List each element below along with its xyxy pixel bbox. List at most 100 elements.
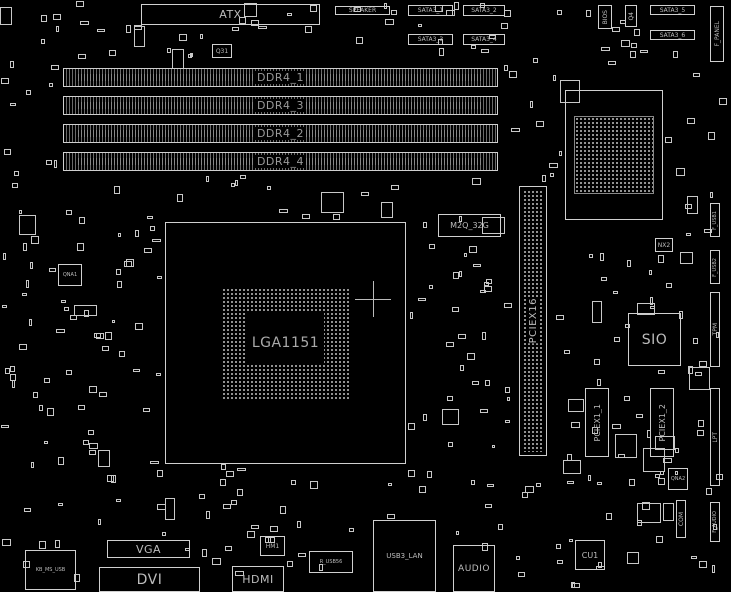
cpu-socket[interactable]: LGA1151	[165, 222, 406, 464]
pcie-x1-slot[interactable]: PCIEX1_2	[650, 388, 674, 457]
smd-component	[556, 559, 564, 565]
smd-component	[571, 583, 581, 588]
smd-component	[150, 225, 155, 231]
kb-ms-usb-connector[interactable]: KB_MS_USB	[25, 550, 76, 590]
sata-connector[interactable]: SATA3_2	[463, 5, 505, 16]
smd-component	[448, 441, 453, 447]
smd-component	[588, 254, 593, 258]
smd-component	[488, 35, 497, 40]
dimm-slot[interactable]: DDR4_3	[63, 96, 498, 115]
smd-component	[88, 450, 97, 456]
part-nx2[interactable]: NX2	[655, 238, 673, 252]
smd-component	[504, 419, 510, 424]
pcie-x1-slot[interactable]: PCIEX1_1	[585, 388, 609, 457]
part-hm1[interactable]: HM1	[260, 536, 285, 556]
smd-component	[65, 370, 73, 376]
smd-component	[391, 184, 399, 191]
smd-component	[157, 275, 163, 279]
part-bios[interactable]: BIOS	[598, 5, 612, 29]
smd-component	[558, 151, 563, 157]
smd-component	[698, 419, 704, 428]
part-cu1[interactable]: CU1	[575, 540, 605, 570]
smd-component	[605, 512, 612, 521]
smd-component	[189, 53, 194, 58]
smd-component	[655, 435, 675, 450]
smd-component	[361, 192, 369, 196]
smd-component	[454, 2, 459, 10]
audio-connector[interactable]: AUDIO	[453, 545, 495, 592]
com-header[interactable]: COM	[676, 500, 686, 538]
smd-component	[270, 525, 279, 533]
smd-component	[49, 83, 54, 87]
smd-component	[658, 370, 666, 374]
f-usb-header[interactable]: F_USB2	[710, 250, 720, 284]
smd-component	[655, 536, 664, 543]
atx-connector[interactable]: ATX	[141, 4, 320, 25]
smd-component	[219, 479, 226, 486]
smd-component	[685, 204, 693, 209]
smd-component	[686, 232, 691, 237]
smd-component	[634, 29, 641, 37]
part-q4[interactable]: Q4	[625, 5, 637, 27]
smd-component	[676, 168, 686, 176]
smd-component	[612, 424, 622, 430]
smd-component	[18, 210, 22, 214]
dimm-slot[interactable]: DDR4_2	[63, 124, 498, 143]
f-audio-header[interactable]: F_AUDIO	[710, 502, 720, 542]
smd-component	[117, 232, 121, 237]
chipset-pch[interactable]	[565, 90, 663, 220]
lpt-header[interactable]: LPT	[710, 388, 720, 486]
sata-connector[interactable]: SATA3_3	[408, 34, 453, 45]
m2-slot[interactable]: M2Q_32G	[438, 214, 501, 237]
q4-label: Q4	[627, 11, 635, 21]
smd-component	[98, 392, 107, 397]
smd-component	[106, 474, 114, 482]
smd-component	[542, 174, 547, 183]
smd-component	[533, 58, 538, 64]
sata-connector[interactable]: SATA3_4	[463, 34, 505, 45]
smd-component	[77, 53, 86, 59]
smd-component	[63, 307, 70, 312]
smd-component	[39, 405, 44, 412]
smd-component	[240, 175, 247, 180]
smd-component	[212, 558, 222, 566]
vga-connector[interactable]: VGA	[107, 540, 190, 558]
smd-component	[97, 519, 101, 526]
speaker-header[interactable]: SPEAKER	[335, 6, 390, 15]
smd-component	[88, 386, 98, 393]
smd-component	[146, 215, 153, 219]
smd-component	[657, 478, 665, 485]
smd-component	[258, 26, 267, 30]
usb-lan-connector[interactable]: USB3_LAN	[373, 520, 436, 592]
smd-component	[655, 474, 660, 478]
sata-connector[interactable]: SATA3_6	[650, 30, 695, 40]
r-usb-header[interactable]: R_USB56	[309, 551, 353, 573]
smd-component	[28, 319, 33, 327]
part-qna2[interactable]: QNA2	[668, 468, 688, 490]
smd-component	[232, 26, 240, 31]
hdmi-connector[interactable]: HDMI	[232, 566, 284, 592]
smd-component	[483, 285, 493, 292]
smd-component	[52, 14, 61, 20]
smd-component	[95, 333, 105, 340]
part-qna1[interactable]: QNA1	[58, 264, 82, 286]
f-usb-header[interactable]: F_USB1	[710, 203, 720, 237]
super-io-chip[interactable]: SIO	[628, 313, 681, 366]
smd-component	[0, 7, 12, 26]
sata-connector[interactable]: SATA3_5	[650, 5, 695, 15]
smd-component	[25, 89, 32, 96]
f-panel-header[interactable]: F_PANEL	[710, 6, 724, 62]
sata-connector[interactable]: SATA3_1	[408, 5, 453, 16]
smd-component	[239, 17, 246, 25]
dimm-slot[interactable]: DDR4_1	[63, 68, 498, 87]
smd-component	[279, 209, 288, 214]
tpm-header[interactable]: TPM	[710, 292, 720, 367]
cpu-pin-gap	[246, 313, 324, 363]
pcie-x16-slot[interactable]: PCIEX16	[519, 186, 547, 456]
smd-component	[10, 61, 15, 68]
dimm-slot[interactable]: DDR4_4	[63, 152, 498, 171]
dvi-connector[interactable]: DVI	[99, 567, 200, 592]
part-q31[interactable]: Q31	[212, 44, 232, 58]
smd-component	[418, 23, 423, 27]
